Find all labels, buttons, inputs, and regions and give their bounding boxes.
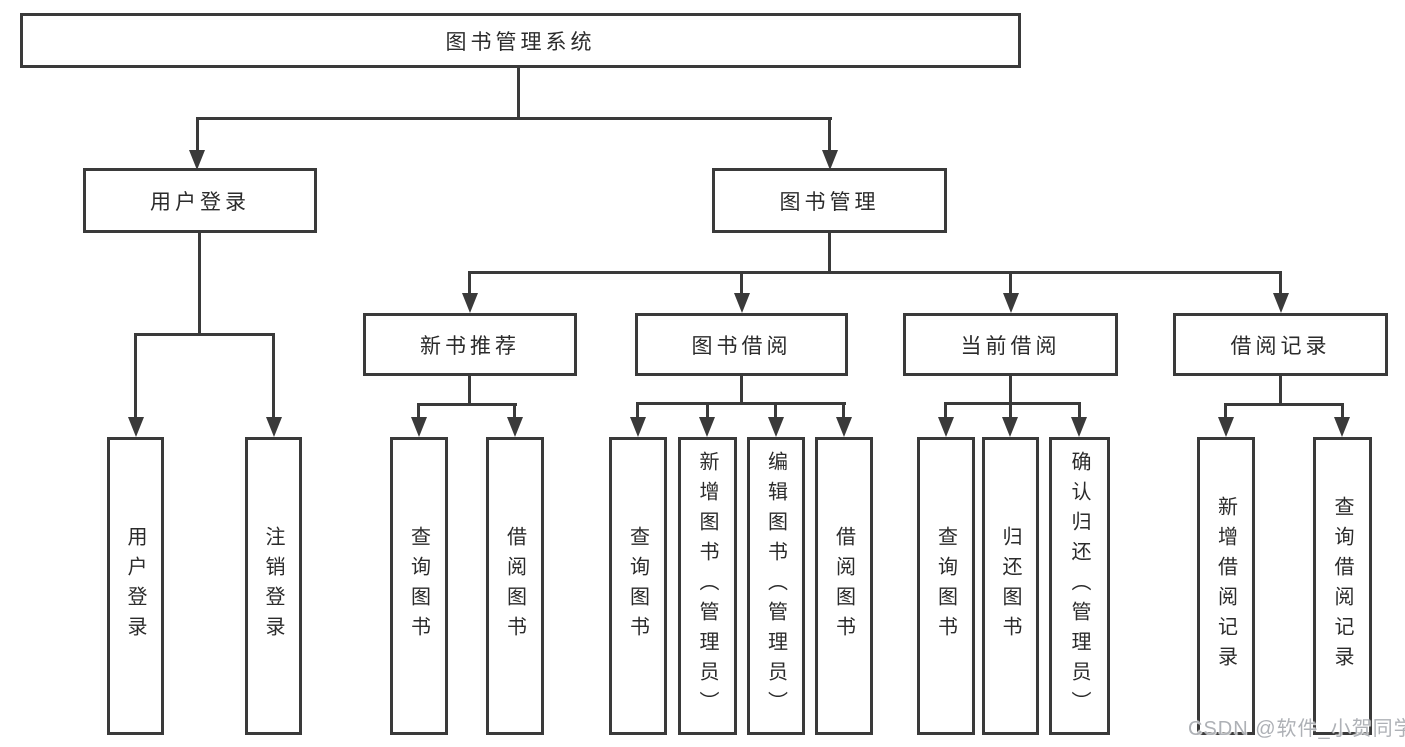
connector-records-trunk: [1279, 375, 1282, 405]
arrow-down-icon: [1273, 293, 1289, 313]
node-book-borrowing-label: 图书借阅: [691, 334, 792, 358]
connector-stub: [1009, 404, 1012, 417]
connector-stub: [1078, 404, 1081, 417]
node-leaf-query-books-borrowing: 查询图书: [609, 437, 667, 735]
arrow-down-icon: [938, 417, 954, 437]
node-leaf-borrow-books-recommend-label: 借阅图书: [503, 526, 526, 646]
connector-level3-rail: [468, 271, 1282, 274]
node-leaf-confirm-return-admin-label: 确认归还（管理员）: [1068, 451, 1090, 721]
arrow-down-icon: [1003, 293, 1019, 313]
arrow-down-icon: [768, 417, 784, 437]
node-leaf-return-book: 归还图书: [982, 437, 1039, 735]
node-new-book-recommend-label: 新书推荐: [420, 334, 520, 358]
node-book-management: 图书管理: [712, 168, 947, 233]
node-leaf-add-book-admin-label: 新增图书（管理员）: [696, 451, 718, 721]
connector-stub: [272, 335, 275, 418]
arrow-down-icon: [699, 417, 715, 437]
node-user-login-label: 用户登录: [150, 190, 250, 214]
node-leaf-borrow-books-label: 借阅图书: [832, 526, 855, 646]
arrow-down-icon: [822, 150, 838, 170]
connector-level2-rail: [196, 117, 832, 120]
node-leaf-query-borrow-record: 查询借阅记录: [1313, 437, 1372, 735]
connector-new-book-rail: [417, 403, 517, 406]
arrow-down-icon: [630, 417, 646, 437]
connector-book-mgmt-trunk: [828, 232, 831, 273]
node-leaf-query-books-current-label: 查询图书: [934, 526, 957, 646]
node-leaf-user-login-label: 用户登录: [124, 526, 146, 646]
arrow-down-icon: [266, 417, 282, 437]
node-new-book-recommend: 新书推荐: [363, 313, 577, 376]
connector-stub: [842, 404, 845, 417]
node-leaf-borrow-books: 借阅图书: [815, 437, 873, 735]
node-leaf-query-books-current: 查询图书: [917, 437, 975, 735]
connector-stub: [944, 404, 947, 417]
node-leaf-return-book-label: 归还图书: [999, 526, 1021, 646]
connector-user-login-trunk: [198, 232, 201, 335]
connector-current-borrow-rail: [944, 402, 1081, 405]
node-leaf-edit-book-admin-label: 编辑图书（管理员）: [764, 451, 787, 721]
node-library-system: 图书管理系统: [20, 13, 1021, 68]
node-leaf-query-books-recommend-label: 查询图书: [407, 526, 430, 646]
connector-stub: [1341, 405, 1344, 418]
node-leaf-query-books-recommend: 查询图书: [390, 437, 448, 735]
connector-user-login-rail: [134, 333, 275, 336]
arrow-down-icon: [1002, 417, 1018, 437]
connector-current-borrow-trunk: [1009, 375, 1012, 404]
connector-stub: [1009, 273, 1012, 295]
arrow-down-icon: [1218, 417, 1234, 437]
node-book-borrowing: 图书借阅: [635, 313, 848, 376]
connector-stub: [417, 405, 420, 418]
arrow-down-icon: [462, 293, 478, 313]
node-book-management-label: 图书管理: [779, 190, 880, 214]
node-leaf-logout-label: 注销登录: [262, 526, 284, 646]
connector-stub: [468, 273, 471, 295]
connector-stub: [774, 404, 777, 417]
csdn-watermark: CSDN @软件_小贺同学: [1188, 718, 1405, 740]
node-leaf-user-login: 用户登录: [107, 437, 164, 735]
node-leaf-confirm-return-admin: 确认归还（管理员）: [1049, 437, 1110, 735]
node-library-system-label: 图书管理系统: [445, 30, 596, 54]
connector-stub: [740, 273, 743, 295]
node-borrowing-records: 借阅记录: [1173, 313, 1388, 376]
node-current-borrowing-label: 当前借阅: [960, 334, 1061, 358]
connector-stub: [636, 404, 639, 417]
arrow-down-icon: [128, 417, 144, 437]
connector-root-trunk: [517, 67, 520, 118]
arrow-down-icon: [1334, 417, 1350, 437]
node-leaf-add-borrow-record: 新增借阅记录: [1197, 437, 1255, 735]
arrow-down-icon: [1071, 417, 1087, 437]
connector-book-borrow-rail: [636, 402, 846, 405]
node-leaf-add-borrow-record-label: 新增借阅记录: [1214, 496, 1237, 676]
connector-stub: [1224, 405, 1227, 418]
connector-stub: [513, 405, 516, 418]
connector-book-borrow-trunk: [740, 375, 743, 404]
node-leaf-borrow-books-recommend: 借阅图书: [486, 437, 544, 735]
node-leaf-edit-book-admin: 编辑图书（管理员）: [747, 437, 805, 735]
arrow-down-icon: [507, 417, 523, 437]
connector-stub: [1279, 273, 1282, 295]
arrow-down-icon: [734, 293, 750, 313]
node-borrowing-records-label: 借阅记录: [1230, 334, 1331, 358]
connector-records-rail: [1224, 403, 1344, 406]
node-leaf-query-borrow-record-label: 查询借阅记录: [1331, 496, 1353, 676]
connector-stub: [134, 335, 137, 418]
node-leaf-add-book-admin: 新增图书（管理员）: [678, 437, 737, 735]
connector-stub: [196, 119, 199, 151]
connector-stub: [706, 404, 709, 417]
arrow-down-icon: [836, 417, 852, 437]
arrow-down-icon: [411, 417, 427, 437]
node-leaf-logout: 注销登录: [245, 437, 302, 735]
node-leaf-query-books-borrowing-label: 查询图书: [626, 526, 649, 646]
node-user-login: 用户登录: [83, 168, 317, 233]
node-current-borrowing: 当前借阅: [903, 313, 1118, 376]
arrow-down-icon: [189, 150, 205, 170]
connector-stub: [828, 119, 831, 151]
connector-new-book-trunk: [468, 375, 471, 405]
